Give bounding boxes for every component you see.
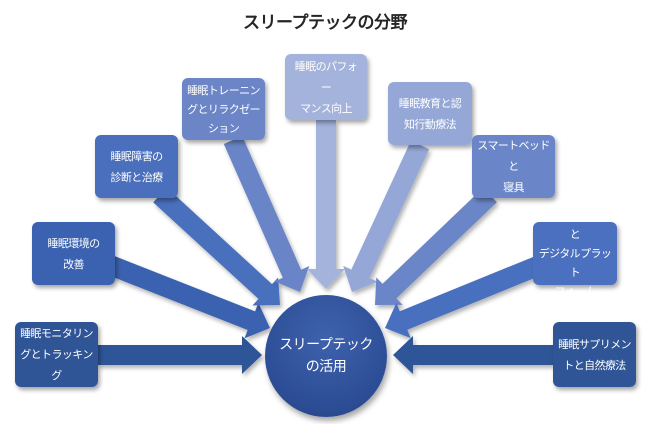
- arrow-monitoring: [97, 336, 262, 374]
- arrow-apps: [385, 255, 544, 339]
- node-label-line: ション: [207, 121, 240, 135]
- node-smartbed: スマートベッドと寝具: [472, 135, 555, 198]
- node-label-line: 診断と治療: [110, 170, 164, 184]
- node-label-line: 睡眠教育と認: [398, 96, 462, 110]
- hub-label-line-2: の活用: [305, 359, 347, 375]
- node-monitoring: 睡眠モニタリングとトラッキング: [15, 322, 98, 387]
- node-education: 睡眠教育と認知行動療法: [388, 82, 472, 145]
- node-label-line: トと自然療法: [563, 358, 626, 372]
- node-label-line: 知行動療法: [404, 117, 457, 131]
- node-label-line: 睡眠障害の: [110, 149, 164, 163]
- node-environment: 睡眠環境の改善: [32, 222, 115, 285]
- node-training: 睡眠トレーニングとリラクゼーション: [182, 78, 265, 140]
- node-apps: スリープアプリとデジタルプラットフォーム: [533, 209, 617, 298]
- node-label-line: 睡眠トレーニン: [187, 83, 260, 97]
- arrow-training: [223, 136, 310, 292]
- node-label-line: 睡眠サプリメン: [558, 337, 631, 351]
- arrow-supplements: [393, 336, 553, 374]
- node-label-line: 睡眠モニタリン: [20, 327, 93, 340]
- node-performance: 睡眠のパフォーマンス向上: [285, 54, 367, 120]
- node-disorders: 睡眠障害の診断と治療: [95, 135, 178, 198]
- node-label-line: グとリラクゼー: [187, 102, 260, 116]
- node-label-line: 睡眠のパフォー: [294, 59, 358, 94]
- arrow-environment: [106, 255, 270, 339]
- arrow-performance: [307, 120, 345, 289]
- arrow-disorders: [153, 187, 280, 306]
- node-label-line: スマートベッドと: [477, 139, 550, 173]
- diagram-title: スリープテックの分野: [243, 13, 407, 33]
- node-label-line: スリープアプリと: [538, 209, 612, 241]
- node-label-line: 改善: [63, 257, 84, 271]
- node-label-line: デジタルプラット: [538, 247, 612, 279]
- arrow-education: [343, 140, 430, 292]
- hub-label-line-1: スリープテック: [279, 337, 373, 353]
- node-label-line: グとトラッキング: [20, 348, 93, 382]
- node-label-line: 睡眠環境の: [47, 236, 101, 250]
- node-label-line: マンス向上: [300, 101, 352, 115]
- hub-circle: スリープテック の活用: [265, 295, 387, 417]
- node-supplements: 睡眠サプリメントと自然療法: [553, 322, 636, 387]
- node-label-line: フォーム: [554, 285, 596, 298]
- arrow-smartbed: [375, 187, 497, 305]
- node-label-line: 寝具: [503, 181, 524, 194]
